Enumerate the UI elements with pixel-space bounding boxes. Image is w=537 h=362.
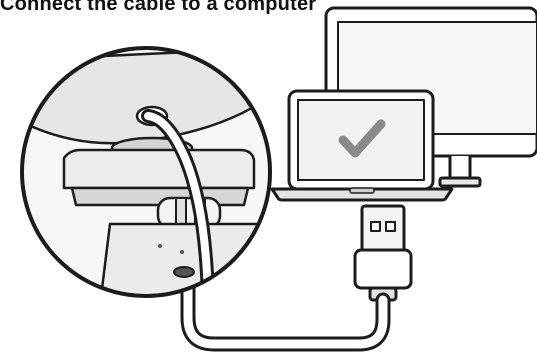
- checkmark-icon: [338, 119, 386, 158]
- laptop-icon: [270, 89, 454, 202]
- device-closeup: [20, 46, 272, 298]
- instruction-caption: Connect the cable to a computer: [0, 0, 317, 15]
- usb-cable: [180, 274, 391, 352]
- usb-connector-icon: [353, 204, 413, 302]
